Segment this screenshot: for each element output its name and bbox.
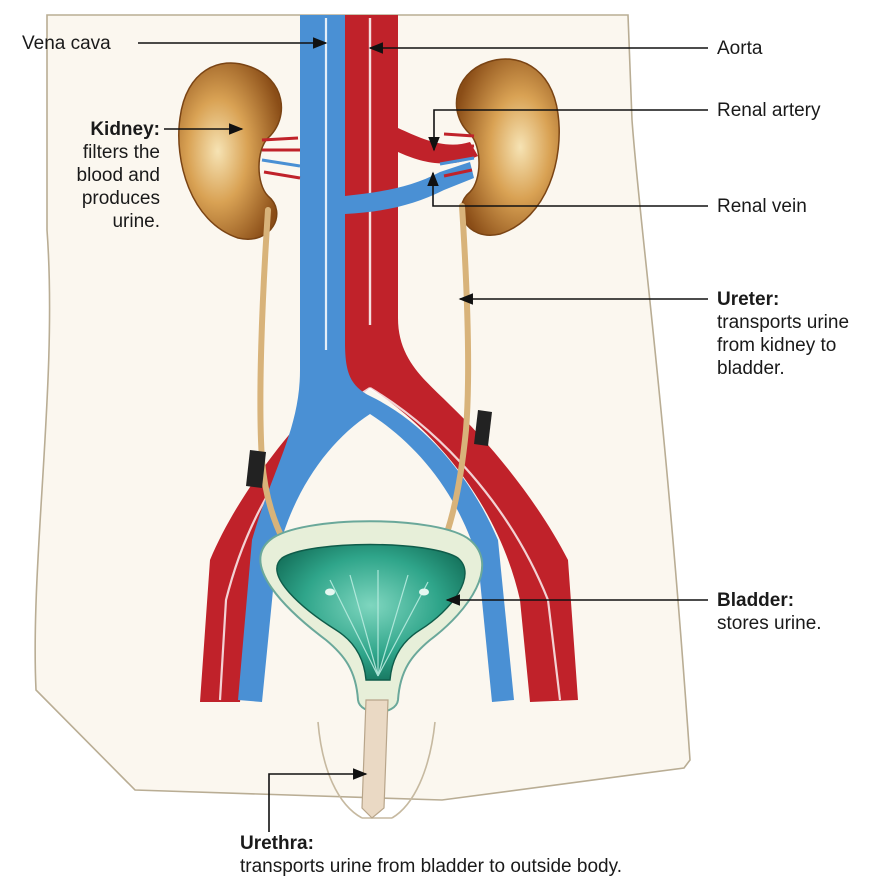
bladder-desc-1: stores urine. [717, 612, 822, 635]
renal-vein-label: Renal vein [717, 195, 807, 218]
ureter-title: Ureter: [717, 289, 779, 310]
ureter-desc-3: bladder. [717, 357, 849, 380]
aorta-label: Aorta [717, 37, 762, 60]
kidney-title: Kidney: [90, 119, 160, 140]
kidney-desc-2: blood and [30, 164, 160, 187]
bladder-label: Bladder: stores urine. [717, 589, 822, 635]
urethra-title: Urethra: [240, 833, 314, 854]
renal-artery-label: Renal artery [717, 99, 821, 122]
kidney-label: Kidney: filters the blood and produces u… [30, 118, 160, 233]
urethra-desc-1: transports urine from bladder to outside… [240, 855, 622, 878]
urethra-label: Urethra: transports urine from bladder t… [240, 832, 622, 878]
bladder-title: Bladder: [717, 590, 794, 611]
kidney-desc-1: filters the [30, 141, 160, 164]
ureter-desc-1: transports urine [717, 311, 849, 334]
vena-cava-label: Vena cava [22, 32, 111, 55]
ureter-label: Ureter: transports urine from kidney to … [717, 288, 849, 380]
urethra-tube [362, 700, 388, 818]
kidney-desc-4: urine. [30, 210, 160, 233]
ureter-desc-2: from kidney to [717, 334, 849, 357]
kidney-desc-3: produces [30, 187, 160, 210]
